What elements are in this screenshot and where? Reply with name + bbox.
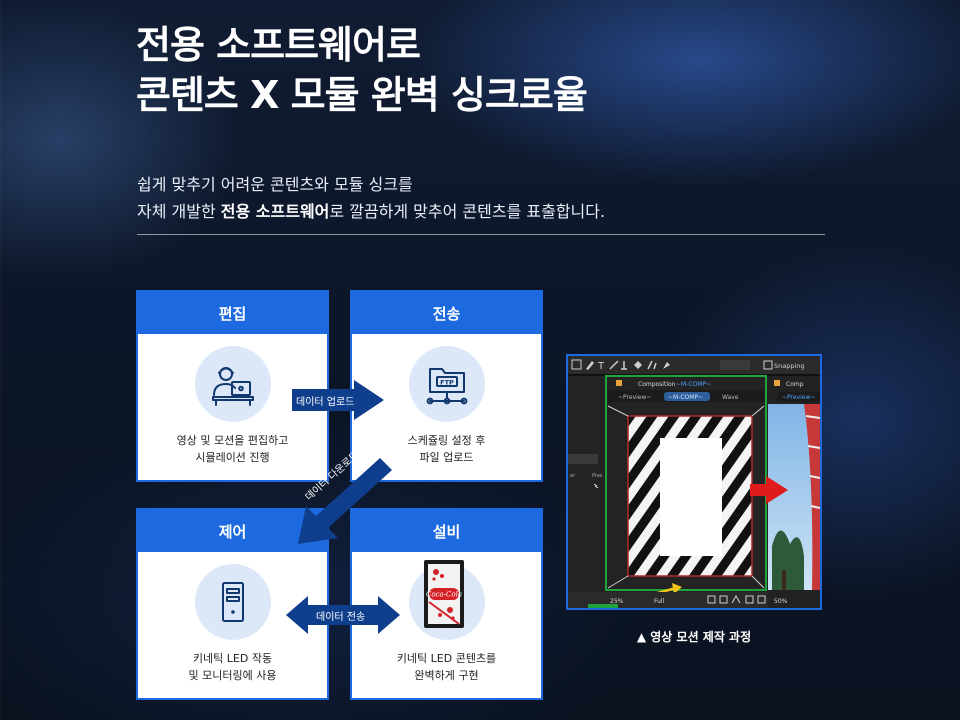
composition-title: Composition	[638, 381, 676, 388]
page-title: 전용 소프트웨어로 콘텐츠 X 모듈 완벽 싱크로율	[136, 20, 588, 120]
card-equipment-title: 설비	[352, 510, 541, 552]
title-line-1: 전용 소프트웨어로	[136, 23, 421, 67]
side-label-pixe: Pixe	[592, 473, 602, 479]
arrow-upload: 데이터 업로드	[290, 378, 386, 422]
comp-tab-preview: ~Preview~	[618, 394, 651, 401]
card-transfer-title: 전송	[352, 292, 541, 334]
arrow-download: 데이터 다운로드	[284, 450, 394, 552]
lead-line-1: 쉽게 맞추기 어려운 콘텐츠와 모듈 싱크를	[137, 175, 413, 194]
svg-text:FTP: FTP	[440, 379, 454, 387]
card-control-desc: 키네틱 LED 작동 및 모니터링에 사용	[188, 652, 277, 682]
coca-cola-led-sign-icon: Coca-Cola	[408, 560, 485, 640]
lead-line-2-bold: 전용 소프트웨어	[220, 202, 330, 221]
card-transfer: 전송 FTP 스케쥴링 설정 후 파일 업로드	[350, 290, 543, 482]
card-edit-title: 편집	[138, 292, 327, 334]
lead-line-2-pre: 자체 개발한	[137, 202, 221, 221]
side-label-er: er	[570, 473, 576, 479]
arrow-transmit-label: 데이터 전송	[316, 612, 366, 623]
comp-tab-mcomp: ~M-COMP~	[668, 394, 703, 401]
lead-line-2-post: 로 깔끔하게 맞추어 콘텐츠를 표출합니다.	[329, 202, 606, 221]
composition-name: ~M-COMP~	[676, 381, 711, 388]
title-line-2: 콘텐츠 X 모듈 완벽 싱크로율	[136, 73, 588, 117]
card-equipment: 설비 Coca-Cola 키네틱 LED 콘텐츠를 완벽하게 구현	[350, 508, 543, 700]
card-control-title: 제어	[138, 510, 327, 552]
card-edit-desc: 영상 및 모션을 편집하고 시뮬레이션 진행	[176, 434, 289, 464]
card-edit: 편집 영상 및 모션을 편집하고 시뮬레이션 진행	[136, 290, 329, 482]
motion-editor-screenshot: T Snapping Composition ~M-COMP~ ~Preview…	[566, 354, 822, 610]
arrow-upload-label: 데이터 업로드	[296, 397, 355, 408]
arrow-transmit: 데이터 전송	[284, 594, 402, 636]
card-transfer-desc: 스케쥴링 설정 후 파일 업로드	[407, 434, 486, 464]
screenshot-caption: ▲ 영상 모션 제작 과정	[636, 630, 752, 644]
right-panel-tab: ~Preview~	[782, 394, 815, 401]
res-left: Full	[654, 598, 665, 605]
zoom-right: 50%	[774, 598, 788, 605]
card-equipment-desc: 키네틱 LED 콘텐츠를 완벽하게 구현	[396, 652, 497, 682]
svg-text:T: T	[597, 361, 605, 372]
svg-text:Coca-Cola: Coca-Cola	[425, 591, 461, 599]
zoom-left: 25%	[610, 598, 624, 605]
pc-tower-icon	[194, 564, 271, 640]
lead-line-2: 자체 개발한 전용 소프트웨어로 깔끔하게 맞추어 콘텐츠를 표출합니다.	[137, 198, 605, 225]
card-control: 제어 키네틱 LED 작동 및 모니터링에 사용	[136, 508, 329, 700]
divider	[137, 234, 825, 235]
snapping-label: Snapping	[774, 362, 805, 370]
lead-text: 쉽게 맞추기 어려운 콘텐츠와 모듈 싱크를 자체 개발한 전용 소프트웨어로 …	[137, 171, 605, 225]
ftp-folder-icon: FTP	[408, 346, 485, 422]
right-panel-title: Comp	[786, 381, 804, 388]
designer-laptop-icon	[194, 346, 271, 422]
comp-tab-wave: Wave	[722, 394, 739, 401]
